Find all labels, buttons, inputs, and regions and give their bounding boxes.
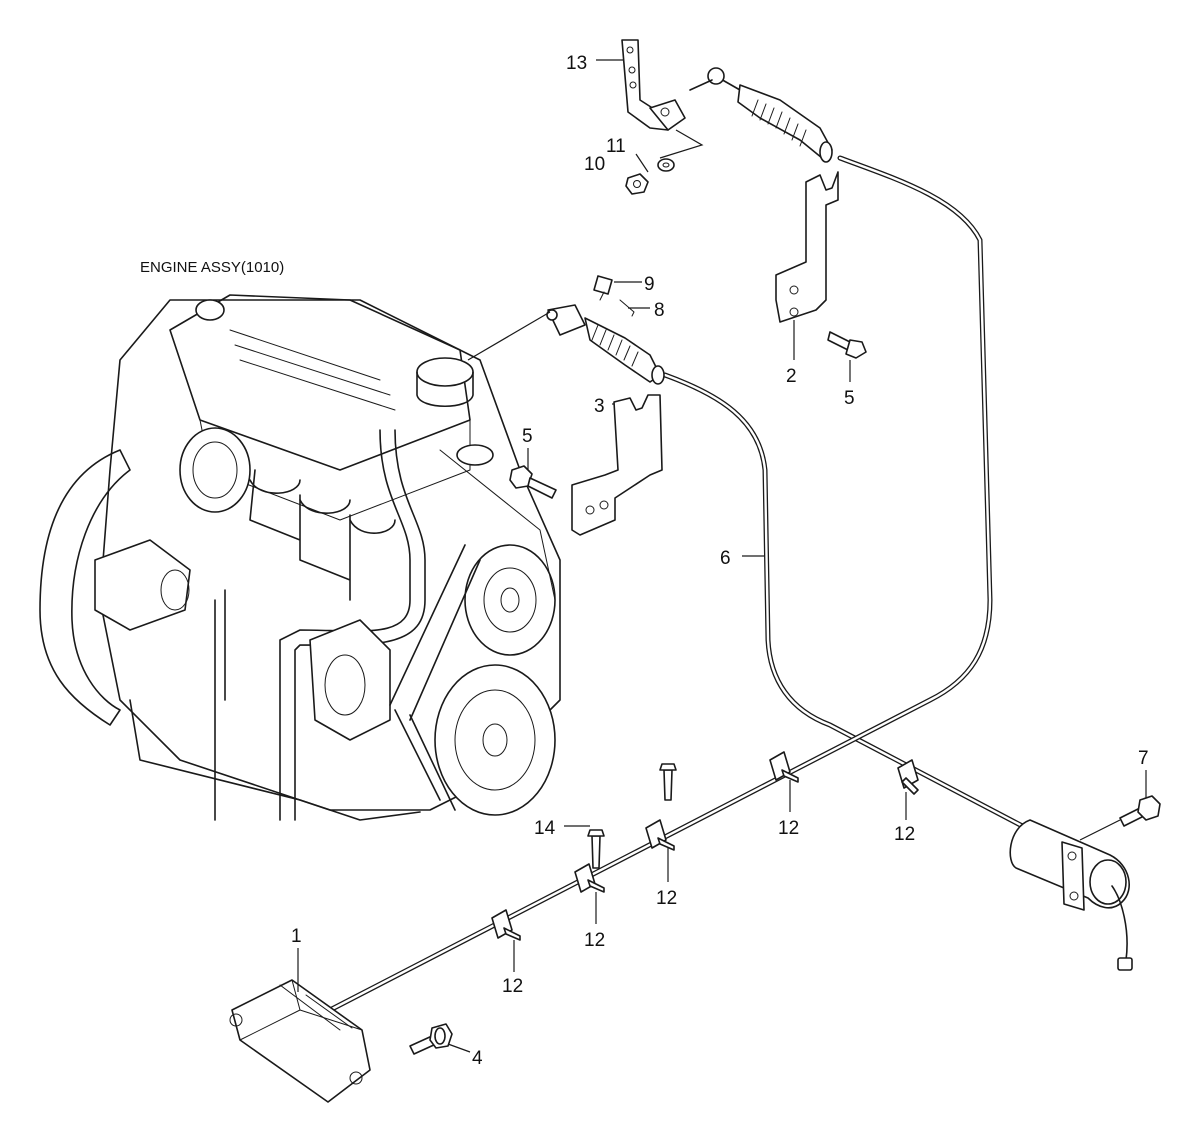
callout-12-c: 12 (656, 888, 677, 909)
callout-14: 14 (534, 818, 556, 839)
bolt-7 (1079, 795, 1161, 841)
actuator (1009, 819, 1133, 971)
callout-12-e: 12 (502, 976, 523, 997)
bolt-5-right (827, 331, 867, 359)
cable-end-top (689, 67, 833, 163)
callout-1: 1 (291, 926, 302, 947)
callout-8: 8 (654, 300, 665, 321)
callout-5-right: 5 (844, 388, 855, 409)
callout-7: 7 (1138, 748, 1149, 769)
control-cable (327, 155, 1033, 1013)
callout-13: 13 (566, 53, 587, 74)
callout-11: 11 (606, 136, 626, 157)
clamp-2 (574, 863, 605, 893)
callout-10: 10 (584, 154, 605, 175)
callout-3: 3 (594, 396, 605, 417)
clamp-3 (645, 819, 675, 851)
pin-and-clip (593, 275, 635, 317)
bolt-4 (409, 1023, 453, 1055)
callout-6: 6 (720, 548, 731, 569)
clamps (491, 751, 919, 941)
bolt-5-left (509, 465, 557, 499)
control-box (229, 979, 371, 1103)
callout-12-d: 12 (584, 930, 605, 951)
callout-12-b: 12 (894, 824, 915, 845)
callout-12-a: 12 (778, 818, 799, 839)
screws-14 (587, 763, 677, 869)
engine-assembly: ENGINE ASSY(1010) (39, 259, 561, 821)
callout-5-left: 5 (522, 426, 533, 447)
bracket-13 (621, 39, 686, 131)
callout-labels: 13 11 10 9 8 3 5 2 5 6 7 14 12 12 12 12 … (291, 53, 1149, 1069)
cable-end-engine (467, 304, 665, 385)
callout-4: 4 (472, 1048, 483, 1069)
callout-leaders (297, 59, 1147, 1053)
clamp-5 (897, 759, 919, 795)
callout-2: 2 (786, 366, 797, 387)
nut-and-washer (625, 129, 704, 195)
clamp-4 (769, 751, 799, 783)
bracket-3 (571, 394, 663, 536)
bracket-2 (775, 171, 839, 323)
engine-assy-label: ENGINE ASSY(1010) (140, 259, 284, 276)
callout-9: 9 (644, 274, 655, 295)
clamp-1 (491, 909, 521, 941)
